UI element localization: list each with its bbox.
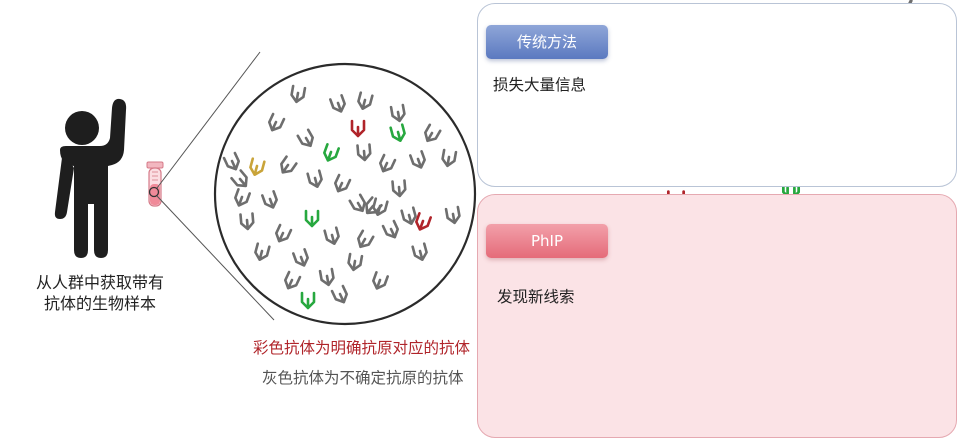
traditional-note: 损失大量信息	[493, 76, 587, 94]
person-caption-line2: 抗体的生物样本	[43, 294, 156, 313]
phip-badge: PhIP	[486, 224, 608, 258]
person-caption: 从人群中获取带有 抗体的生物样本	[2, 272, 198, 314]
person-silhouette-icon	[54, 98, 127, 258]
gray-antibody-caption: 灰色抗体为不确定抗原的抗体	[262, 369, 464, 387]
person-caption-line1: 从人群中获取带有	[35, 273, 164, 292]
phip-note: 发现新线索	[497, 288, 575, 306]
traditional-badge: 传统方法	[486, 25, 608, 59]
zoom-connector	[156, 51, 275, 321]
zoom-circle	[213, 62, 477, 326]
colored-antibody-caption: 彩色抗体为明确抗原对应的抗体	[253, 339, 471, 357]
